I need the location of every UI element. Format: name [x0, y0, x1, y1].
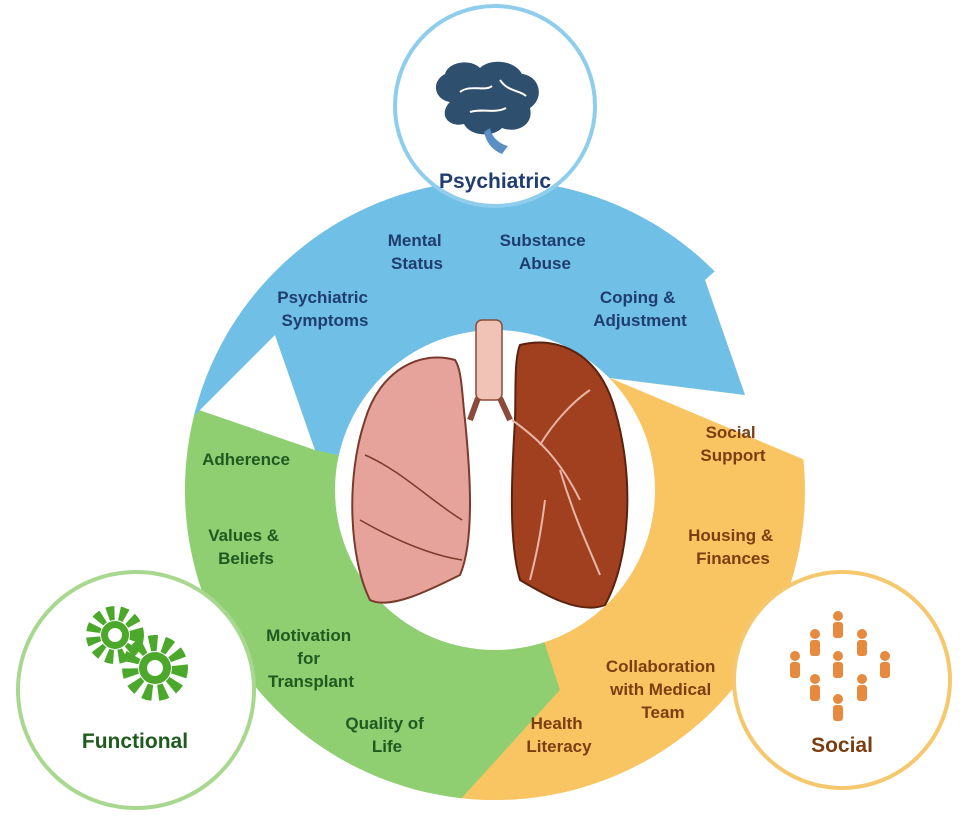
label-adherence: Adherence: [202, 450, 290, 469]
right-lung-branches: [511, 389, 601, 581]
lungs-icon: [351, 319, 629, 609]
people-network-icon: [790, 611, 890, 721]
label-quality-of-life: Quality of Life: [345, 714, 428, 756]
psychiatric-labels: Mental Status Substance Abuse Psychiatri…: [277, 231, 687, 330]
hub-social: Social: [732, 570, 952, 790]
label-values-beliefs: Values & Beliefs: [208, 526, 284, 568]
label-coping-adjustment: Coping & Adjustment: [593, 288, 687, 330]
hub-social-circle: [732, 570, 952, 790]
label-health-literacy: Health Literacy: [526, 714, 592, 756]
hub-social-title: Social: [811, 734, 873, 757]
right-lung: [510, 341, 629, 609]
brain-icon: [435, 61, 539, 154]
gears-icon: [86, 606, 188, 701]
functional-labels: Adherence Values & Beliefs Motivation fo…: [202, 450, 428, 756]
label-collaboration: Collaboration with Medical Team: [606, 657, 720, 722]
label-social-support: Social Support: [700, 423, 765, 465]
label-substance-abuse: Substance Abuse: [500, 231, 591, 273]
left-lung-lobe-line: [359, 454, 463, 561]
label-motivation: Motivation for Transplant: [266, 626, 356, 691]
bronchi: [467, 396, 513, 422]
hub-functional: Functional: [16, 570, 256, 810]
hub-functional-title: Functional: [82, 730, 188, 753]
label-mental-status: Mental Status: [388, 231, 447, 273]
hub-psychiatric-title: Psychiatric: [439, 170, 551, 193]
hub-psychiatric: Psychiatric: [393, 4, 597, 208]
left-lung: [351, 356, 471, 604]
label-housing-finances: Housing & Finances: [688, 526, 778, 568]
trachea: [475, 319, 503, 401]
social-labels: Social Support Housing & Finances Collab…: [526, 423, 778, 756]
label-psychiatric-symptoms: Psychiatric Symptoms: [277, 288, 372, 330]
